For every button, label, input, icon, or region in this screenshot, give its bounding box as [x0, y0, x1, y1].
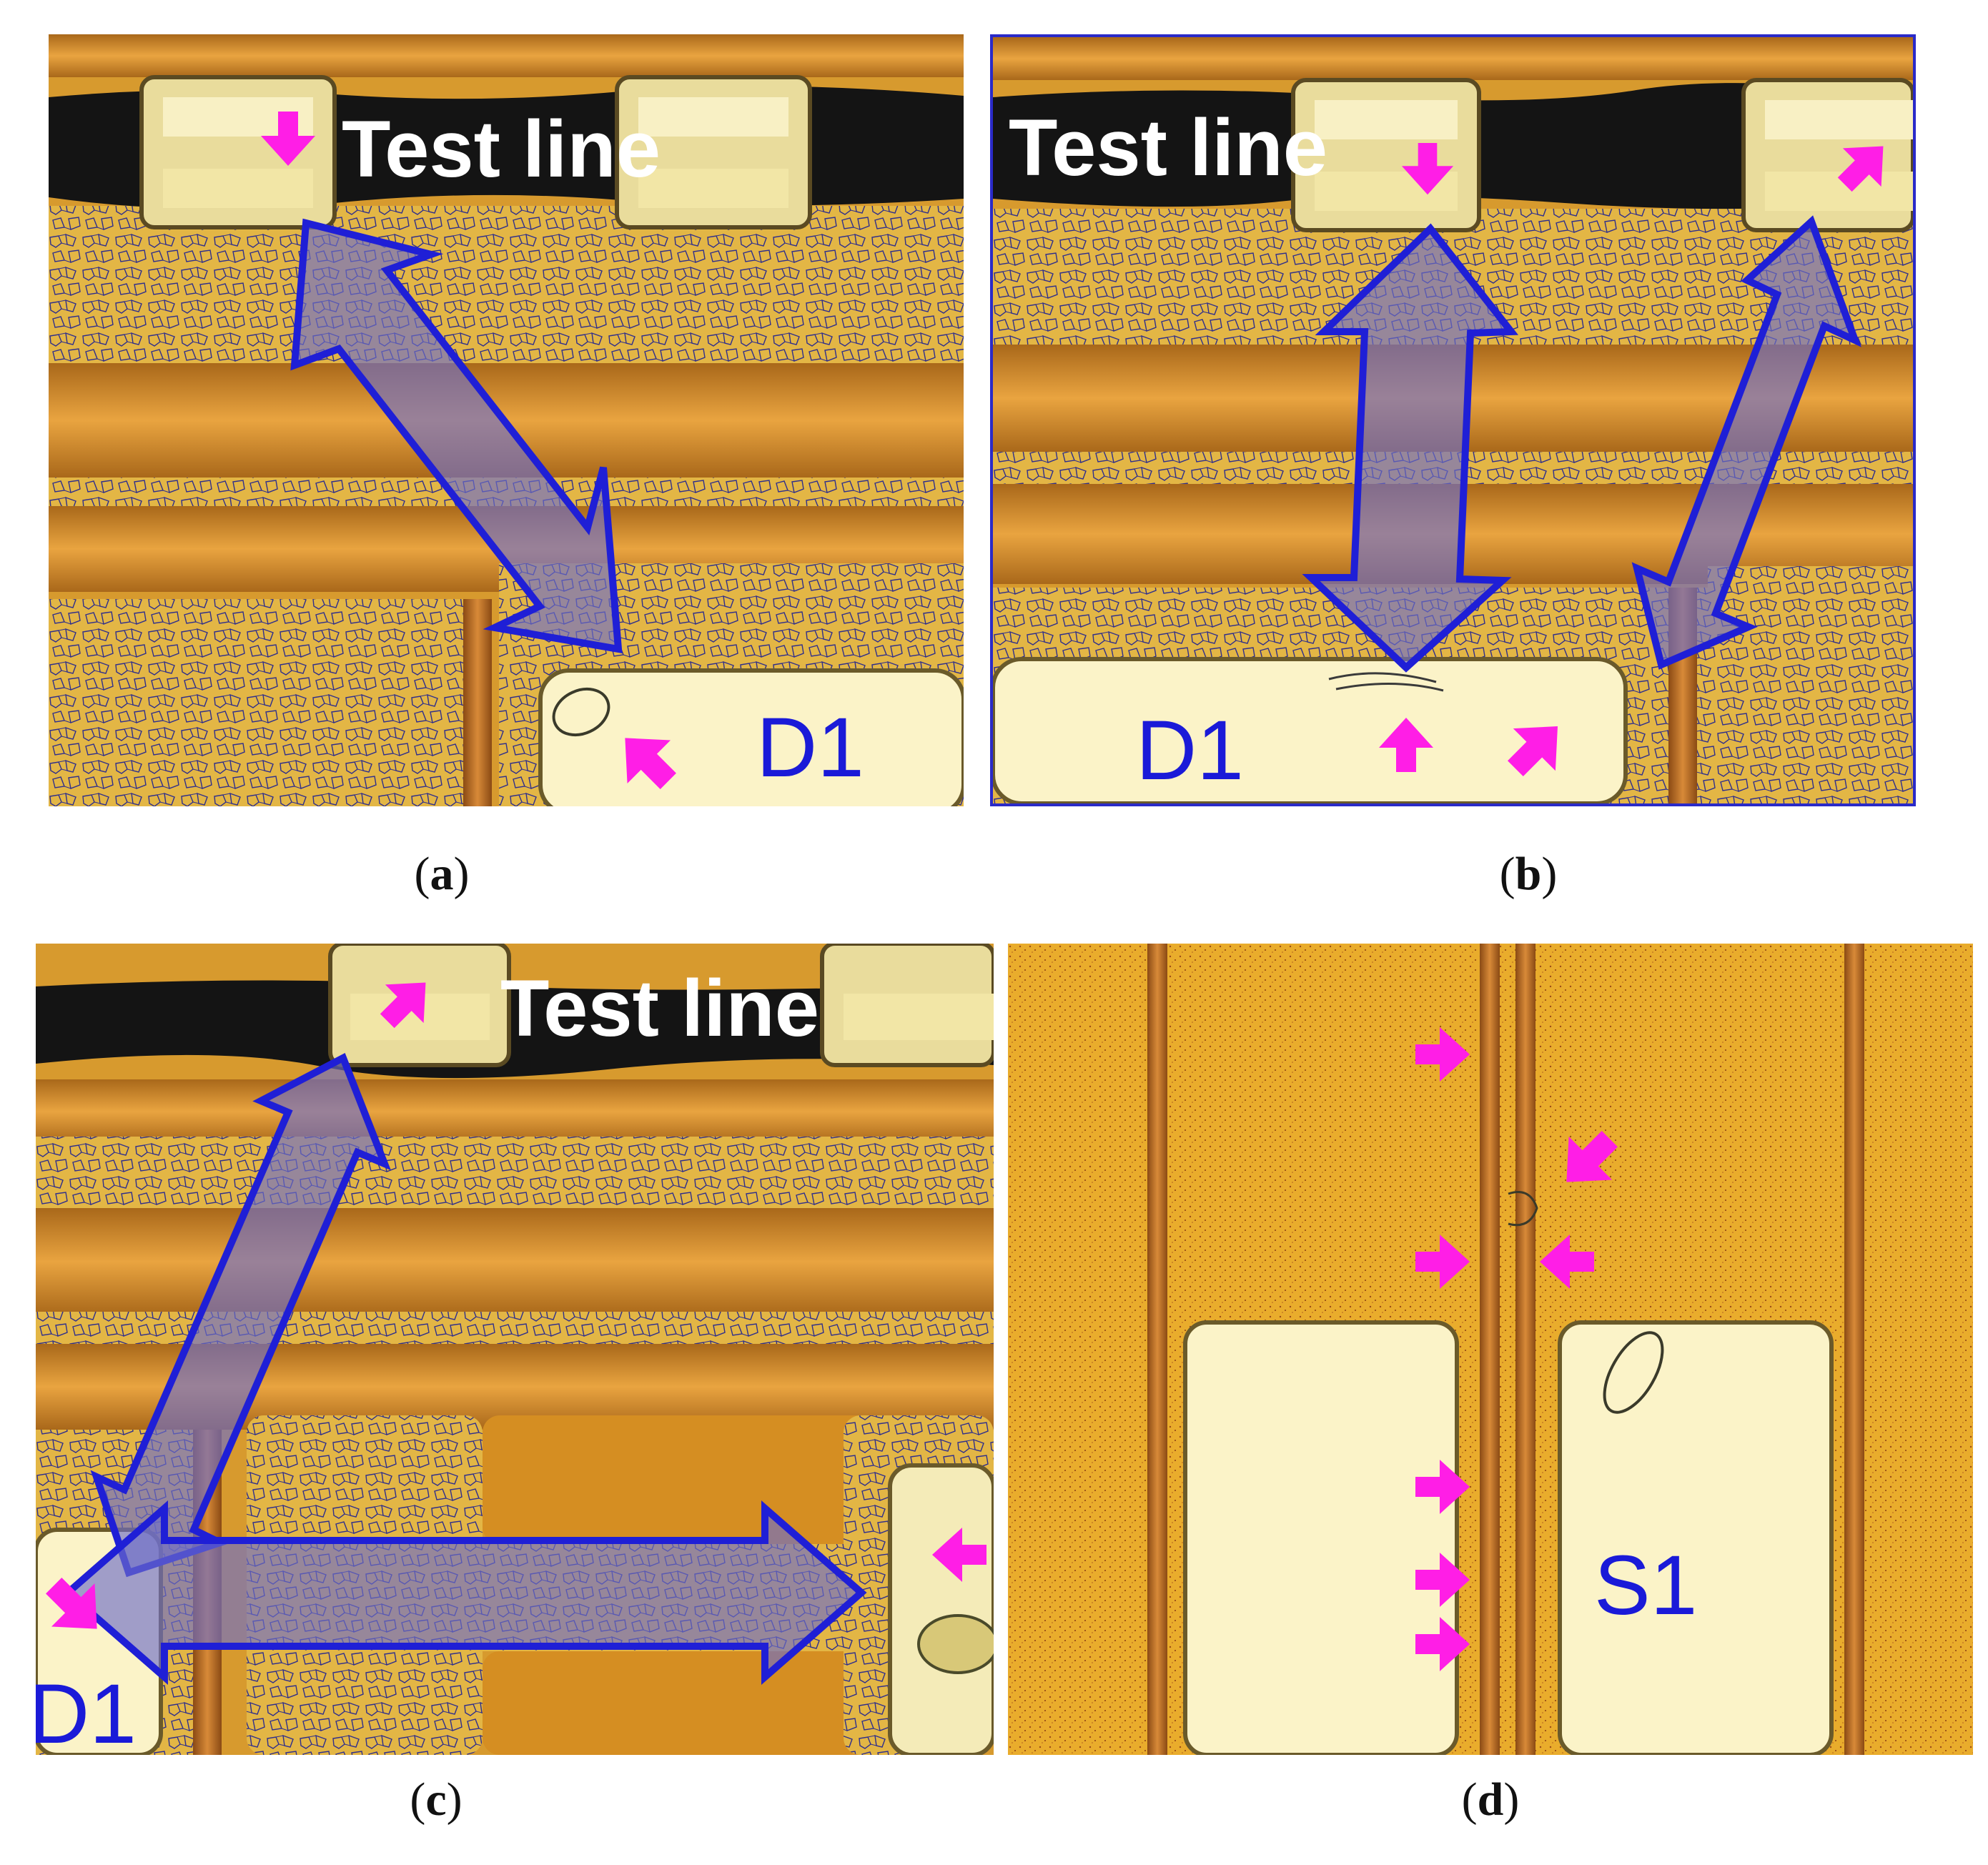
pad-label: D1	[756, 701, 864, 795]
test-line-label: Test line	[500, 964, 820, 1053]
marker-arrow-icon	[1415, 1460, 1470, 1514]
caption-b: (b)	[1499, 848, 1558, 900]
double-arrow	[1631, 215, 1861, 670]
marker-arrow-icon	[625, 738, 676, 789]
caption-c: (c)	[410, 1774, 463, 1826]
panel-c: Test line D1	[36, 944, 994, 1755]
caption-d: (d)	[1461, 1774, 1520, 1826]
marker-arrow-icon	[1415, 1553, 1470, 1607]
pad-label: S1	[1594, 1538, 1698, 1633]
marker-arrow-icon	[1415, 1235, 1470, 1289]
panel-b: Test line D1	[990, 34, 1916, 806]
panel-d: S1	[1008, 944, 1973, 1755]
marker-arrow-icon	[1401, 143, 1454, 195]
double-arrow	[62, 1500, 867, 1686]
marker-arrow-icon	[261, 112, 315, 166]
marker-arrow-icon	[1415, 1617, 1470, 1671]
marker-arrow-icon	[1415, 1027, 1470, 1082]
marker-arrow-icon	[1837, 146, 1884, 192]
double-arrow	[1302, 223, 1519, 673]
caption-a: (a)	[414, 848, 470, 900]
test-line-label: Test line	[342, 104, 661, 194]
double-arrow	[290, 218, 623, 654]
pad-label: D1	[1136, 703, 1244, 798]
marker-arrow-icon	[1566, 1131, 1618, 1182]
marker-arrow-icon	[932, 1528, 986, 1582]
marker-arrow-icon	[46, 1578, 97, 1629]
pad-label: D1	[36, 1667, 137, 1755]
panel-a: Test line D1	[49, 34, 964, 806]
marker-arrow-icon	[1507, 726, 1558, 777]
marker-arrow-icon	[380, 982, 426, 1029]
test-line-label: Test line	[1009, 103, 1328, 192]
marker-arrow-icon	[1379, 718, 1433, 772]
marker-arrow-icon	[1540, 1235, 1594, 1289]
